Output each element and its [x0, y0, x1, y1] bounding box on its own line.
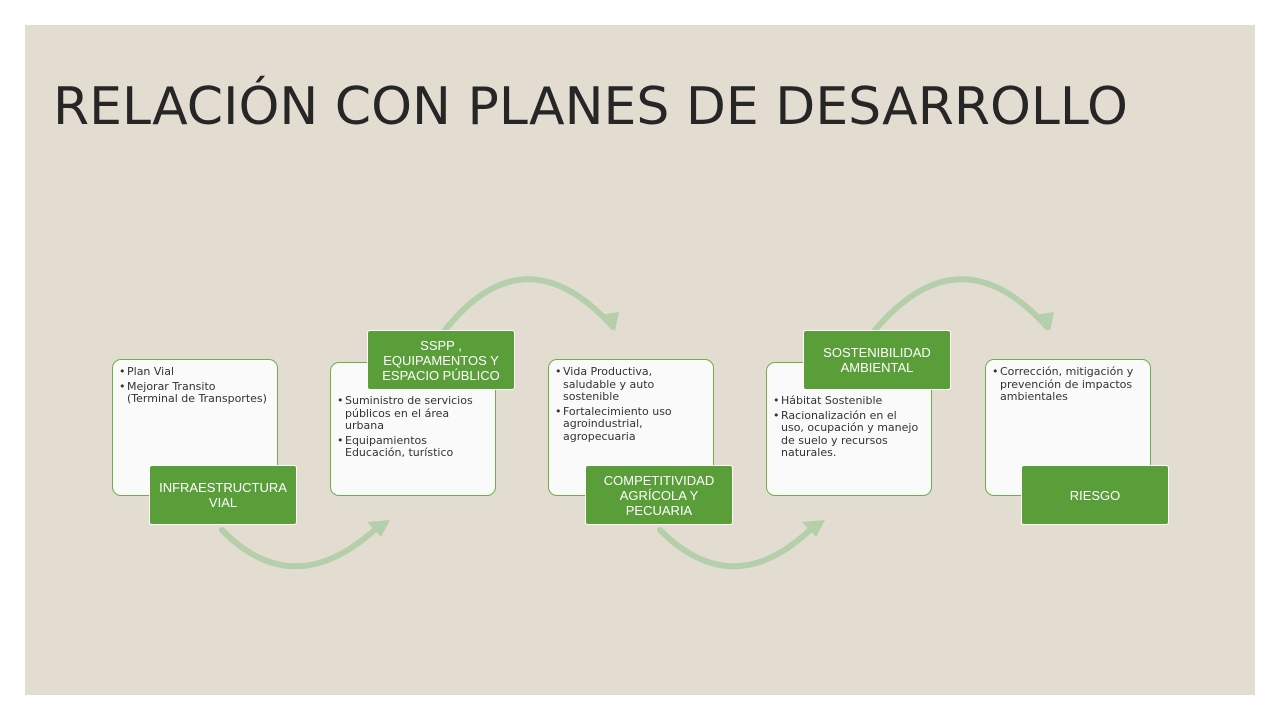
arrow-1-to-2 [219, 522, 383, 570]
step-1-item-1: Plan Vial [119, 365, 269, 379]
arrowhead-3 [802, 520, 825, 537]
arrowhead-1 [367, 520, 390, 537]
step-4-item-2: Racionalización en el uso, ocupación y m… [773, 409, 923, 460]
arrow-2-to-3 [442, 276, 616, 333]
step-4-item-1: Hábitat Sostenible [773, 394, 923, 408]
step-3-item-1: Vida Productiva, saludable y auto sosten… [555, 365, 705, 404]
connector-arrows [219, 276, 1054, 570]
arrow-4-to-5 [872, 276, 1050, 333]
step-3-item-2: Fortalecimiento uso agroindustrial, agro… [555, 405, 705, 444]
step-5-item-1: Corrección, mitigación y prevención de i… [992, 365, 1142, 404]
arrowhead-2 [600, 312, 619, 331]
step-1-item-2: Mejorar Transito (Terminal de Transporte… [119, 380, 269, 406]
step-label-4: SOSTENIBILIDAD AMBIENTAL [803, 330, 951, 390]
slide-title: RELACIÓN CON PLANES DE DESARROLLO [53, 77, 1128, 137]
slide: RELACIÓN CON PLANES DE DESARROLLO Plan V… [25, 25, 1255, 695]
step-label-5: RIESGO [1021, 465, 1169, 525]
step-label-1: INFRAESTRUCTURA VIAL [149, 465, 297, 525]
step-2-item-2: Equipamientos Educación, turístico [337, 434, 487, 460]
step-label-3: COMPETITIVIDAD AGRÍCOLA Y PECUARIA [585, 465, 733, 525]
step-2-item-1: Suministro de servicios públicos en el á… [337, 394, 487, 433]
arrowhead-4 [1035, 312, 1054, 331]
step-label-2: SSPP , EQUIPAMENTOS Y ESPACIO PÚBLICO [367, 330, 515, 390]
arrow-3-to-4 [657, 522, 818, 570]
